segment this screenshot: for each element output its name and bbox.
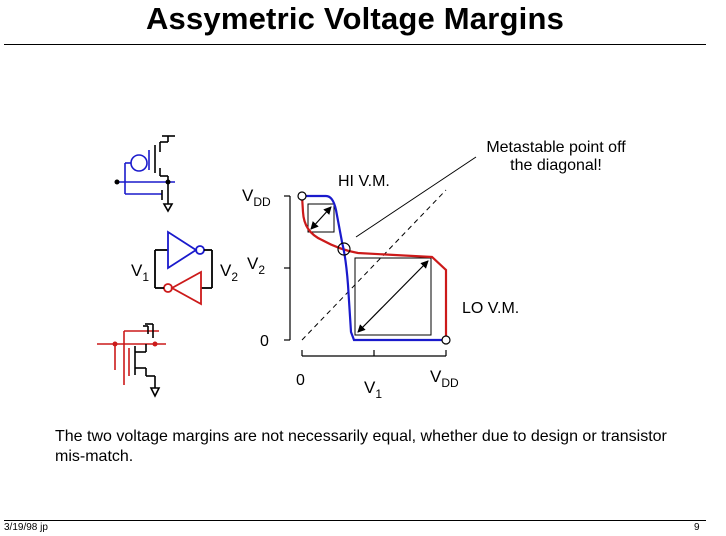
slide-caption: The two voltage margins are not necessar…: [55, 428, 667, 465]
page-number: 9: [694, 522, 700, 533]
blue-transfer-curve: [302, 194, 446, 342]
cross-coupled-inverters-icon: [154, 230, 213, 306]
lo-margin-square: [354, 257, 432, 336]
y-axis-vdd-label: VDD: [242, 186, 271, 209]
stable-point-low-icon: [441, 335, 451, 345]
hi-vm-label: HI V.M.: [338, 173, 390, 190]
hi-margin-arrow: [310, 206, 332, 230]
metastable-pointer-line: [355, 156, 477, 238]
footer-divider: [4, 520, 706, 521]
metastable-point-icon: [337, 242, 351, 256]
pmos-transistor-icon: [117, 135, 175, 213]
node-dot-icon: [165, 179, 171, 185]
node-dot-icon: [152, 341, 158, 347]
footer-date: 3/19/98 jp: [4, 522, 48, 533]
nmos-transistor-icon: [97, 323, 166, 398]
x-axis-v1-label: V1: [364, 378, 382, 401]
x-axis-vdd-label: VDD: [430, 367, 459, 390]
y-axis-v2-label: V2: [247, 254, 265, 277]
hi-margin-square: [307, 203, 335, 233]
lo-margin-arrow: [357, 260, 429, 333]
slide-title: Assymetric Voltage Margins: [145, 1, 565, 36]
y-axis-zero-label: 0: [260, 333, 269, 350]
title-divider: [4, 44, 706, 45]
inverter-input-label: V1: [131, 261, 149, 284]
inverter-output-label: V2: [220, 261, 238, 284]
red-transfer-curve: [300, 195, 448, 338]
node-dot-icon: [114, 179, 120, 185]
stable-point-high-icon: [297, 191, 307, 201]
plot-axes: [284, 195, 447, 357]
lo-vm-label: LO V.M.: [462, 300, 519, 317]
metastable-annotation-line1: Metastable point off: [486, 139, 626, 156]
node-dot-icon: [112, 341, 118, 347]
metastable-annotation-line2: the diagonal!: [510, 157, 602, 174]
x-axis-zero-label: 0: [296, 372, 305, 389]
